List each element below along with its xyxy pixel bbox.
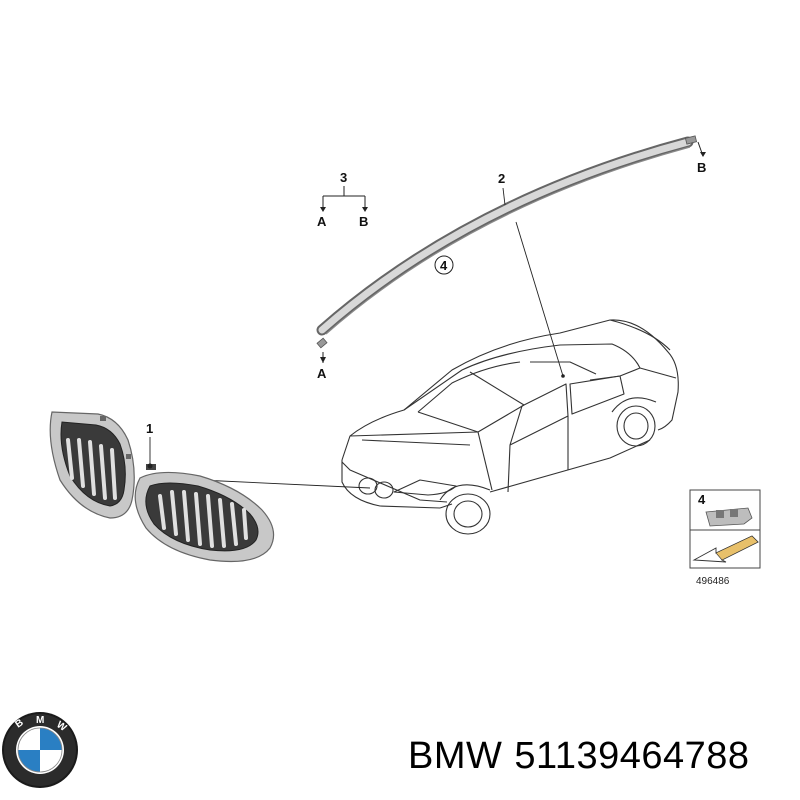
end-marker-a: A [317, 352, 327, 381]
circled-ref-4: 4 [434, 255, 454, 275]
end-marker-b: B [697, 141, 706, 175]
callout-3-b: B [359, 214, 368, 229]
leader-1-car [199, 479, 371, 489]
part-caption: BMW 51139464788 [408, 735, 762, 778]
leader-2-car [515, 221, 564, 377]
part-number: 51139464788 [514, 735, 750, 777]
callout-3: 3 [340, 170, 347, 185]
callout-2: 2 [498, 171, 505, 186]
svg-text:4: 4 [440, 258, 448, 273]
svg-text:B: B [697, 160, 706, 175]
leader-2-top [502, 187, 506, 206]
kidney-grille [49, 411, 275, 563]
diagram-id: 496486 [696, 576, 730, 587]
car-outline [341, 319, 679, 535]
box-callout-4: 4 [698, 492, 706, 507]
reference-box-4: 4 496486 [689, 489, 761, 587]
callout-1: 1 [146, 421, 153, 436]
svg-text:A: A [317, 366, 327, 381]
brand-name: BMW [408, 735, 503, 777]
bmw-logo: B M W [2, 712, 78, 788]
roof-moulding-strip [316, 135, 698, 349]
svg-text:M: M [36, 715, 44, 726]
callout-3-bracket: 3 A B [317, 170, 368, 229]
callout-3-a: A [317, 214, 327, 229]
